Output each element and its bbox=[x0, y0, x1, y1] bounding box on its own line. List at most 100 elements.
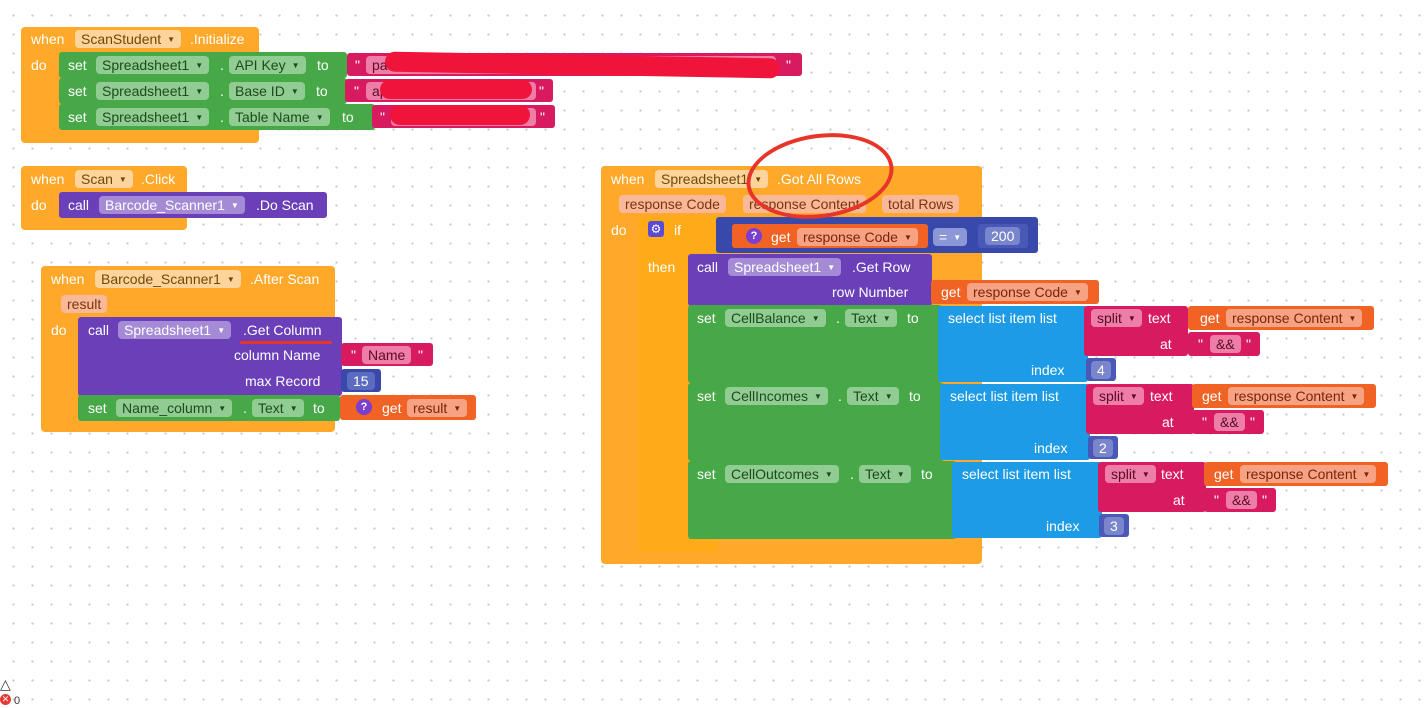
dropdown-arrow-icon: ▼ bbox=[953, 233, 962, 243]
component-dropdown-celloutcomes[interactable]: CellOutcomes ▼ bbox=[725, 465, 839, 483]
number-value: 2 bbox=[1099, 440, 1107, 456]
number-field[interactable]: 3 bbox=[1104, 517, 1124, 535]
help-icon[interactable]: ? bbox=[746, 228, 762, 244]
component-name: Scan bbox=[81, 171, 113, 187]
variable-name: response Content bbox=[1234, 388, 1345, 404]
get-label: get bbox=[1202, 388, 1222, 404]
component-dropdown-spreadsheet1[interactable]: Spreadsheet1▼ bbox=[728, 258, 842, 276]
number-field[interactable]: 15 bbox=[347, 372, 375, 390]
property-dropdown-api-key[interactable]: API Key▼ bbox=[229, 56, 306, 74]
component-name: CellOutcomes bbox=[731, 466, 819, 482]
text-label: text bbox=[1148, 310, 1171, 326]
dropdown-arrow-icon: ▼ bbox=[903, 233, 912, 243]
select-list-item-label: select list item list bbox=[950, 388, 1059, 404]
component-dropdown-cellbalance[interactable]: CellBalance▼ bbox=[725, 309, 826, 327]
text-field-separator[interactable]: && bbox=[1226, 491, 1257, 509]
property-name: Text bbox=[851, 310, 877, 326]
select-list-item-block[interactable] bbox=[938, 306, 1088, 382]
number-field[interactable]: 2 bbox=[1093, 439, 1113, 457]
variable-dropdown-response-content[interactable]: response Content ▼ bbox=[1228, 387, 1365, 405]
component-name: Spreadsheet1 bbox=[102, 57, 190, 73]
property-dropdown-text[interactable]: Text▼ bbox=[847, 387, 899, 405]
dropdown-arrow-icon: ▼ bbox=[1350, 392, 1359, 402]
text-field-name[interactable]: Name bbox=[362, 346, 412, 364]
variable-dropdown-response-code[interactable]: response Code ▼ bbox=[797, 228, 918, 246]
error-count: 0 bbox=[14, 695, 21, 707]
select-list-item-block[interactable] bbox=[952, 462, 1102, 538]
component-dropdown-barcode-scanner1[interactable]: Barcode_Scanner1▼ bbox=[95, 270, 241, 288]
dropdown-arrow-icon: ▼ bbox=[824, 470, 833, 480]
event-parameter-response-content[interactable]: response Content bbox=[743, 195, 866, 213]
property-dropdown-table-name[interactable]: Table Name▼ bbox=[229, 108, 330, 126]
index-label: index bbox=[1031, 362, 1065, 378]
property-dropdown-text[interactable]: Text▼ bbox=[845, 309, 897, 327]
event-parameter-response-code[interactable]: response Code bbox=[619, 195, 726, 213]
do-label: do bbox=[31, 57, 47, 73]
number-value: 4 bbox=[1097, 362, 1105, 378]
call-label: call bbox=[88, 322, 110, 338]
property-name: Text bbox=[258, 400, 284, 416]
property-dropdown-base-id[interactable]: Base ID▼ bbox=[229, 82, 305, 100]
operator-dropdown-equals[interactable]: =▼ bbox=[933, 228, 968, 246]
when-label: when bbox=[31, 171, 65, 187]
component-dropdown-scanstudent[interactable]: ScanStudent▼ bbox=[75, 30, 182, 48]
variable-name: response Content bbox=[1232, 310, 1343, 326]
do-label: do bbox=[51, 322, 67, 338]
quote-mark: " bbox=[539, 83, 544, 99]
component-name: CellIncomes bbox=[731, 388, 809, 404]
redaction-mark bbox=[380, 80, 532, 99]
property-name: Base ID bbox=[235, 83, 285, 99]
component-dropdown-cellincomes[interactable]: CellIncomes▼ bbox=[725, 387, 828, 405]
help-icon[interactable]: ? bbox=[356, 399, 372, 415]
number-field[interactable]: 4 bbox=[1091, 361, 1111, 379]
property-dropdown-text[interactable]: Text▼ bbox=[859, 465, 911, 483]
text-field-separator[interactable]: && bbox=[1210, 335, 1241, 353]
redaction-mark bbox=[390, 105, 530, 125]
split-dropdown[interactable]: split▼ bbox=[1093, 387, 1144, 405]
component-name: Spreadsheet1 bbox=[102, 83, 190, 99]
get-label: get bbox=[1200, 310, 1220, 326]
to-label: to bbox=[342, 109, 354, 125]
text-label: text bbox=[1150, 388, 1173, 404]
number-field[interactable]: 200 bbox=[985, 227, 1021, 245]
component-dropdown-barcode-scanner1[interactable]: Barcode_Scanner1▼ bbox=[99, 196, 245, 214]
component-dropdown-scan[interactable]: Scan▼ bbox=[75, 170, 133, 188]
component-dropdown-spreadsheet1[interactable]: Spreadsheet1▼ bbox=[655, 170, 769, 188]
dropdown-arrow-icon: ▼ bbox=[1141, 470, 1150, 480]
variable-dropdown-response-code[interactable]: response Code▼ bbox=[967, 283, 1088, 301]
text-field-separator[interactable]: && bbox=[1214, 413, 1245, 431]
method-name: .Get Row bbox=[852, 259, 911, 275]
variable-dropdown-response-content[interactable]: response Content▼ bbox=[1240, 465, 1377, 483]
warning-icon[interactable]: △ bbox=[0, 676, 11, 692]
set-label: set bbox=[68, 109, 87, 125]
parameter-name: result bbox=[67, 296, 102, 312]
variable-name: response Code bbox=[803, 229, 898, 245]
component-dropdown-spreadsheet1[interactable]: Spreadsheet1▼ bbox=[96, 82, 210, 100]
component-name: ScanStudent bbox=[81, 31, 162, 47]
variable-dropdown-result[interactable]: result▼ bbox=[407, 399, 468, 417]
event-name: .Got All Rows bbox=[777, 171, 862, 187]
component-name: Barcode_Scanner1 bbox=[105, 197, 225, 213]
gear-icon[interactable]: ⚙ bbox=[648, 221, 664, 237]
component-dropdown-spreadsheet1[interactable]: Spreadsheet1▼ bbox=[96, 108, 210, 126]
component-dropdown-spreadsheet1[interactable]: Spreadsheet1▼ bbox=[96, 56, 210, 74]
component-dropdown-name-column[interactable]: Name_column▼ bbox=[116, 399, 233, 417]
event-parameter-total-rows[interactable]: total Rows bbox=[882, 195, 960, 213]
component-name: CellBalance bbox=[731, 310, 806, 326]
select-list-item-block[interactable] bbox=[940, 384, 1090, 460]
dropdown-arrow-icon: ▼ bbox=[1129, 392, 1138, 402]
variable-dropdown-response-content[interactable]: response Content▼ bbox=[1226, 309, 1363, 327]
dropdown-arrow-icon: ▼ bbox=[754, 175, 763, 185]
split-dropdown[interactable]: split▼ bbox=[1105, 465, 1156, 483]
component-dropdown-spreadsheet1[interactable]: Spreadsheet1▼ bbox=[118, 321, 232, 339]
dot-label: . bbox=[850, 466, 854, 482]
property-dropdown-text[interactable]: Text▼ bbox=[252, 399, 304, 417]
event-parameter-result[interactable]: result bbox=[61, 295, 108, 313]
if-label: if bbox=[674, 222, 681, 238]
variable-name: result bbox=[413, 400, 448, 416]
split-dropdown[interactable]: split▼ bbox=[1091, 309, 1142, 327]
error-icon[interactable]: ✕ bbox=[0, 694, 11, 705]
dropdown-arrow-icon: ▼ bbox=[884, 392, 893, 402]
to-label: to bbox=[921, 466, 933, 482]
number-value: 200 bbox=[991, 228, 1015, 244]
